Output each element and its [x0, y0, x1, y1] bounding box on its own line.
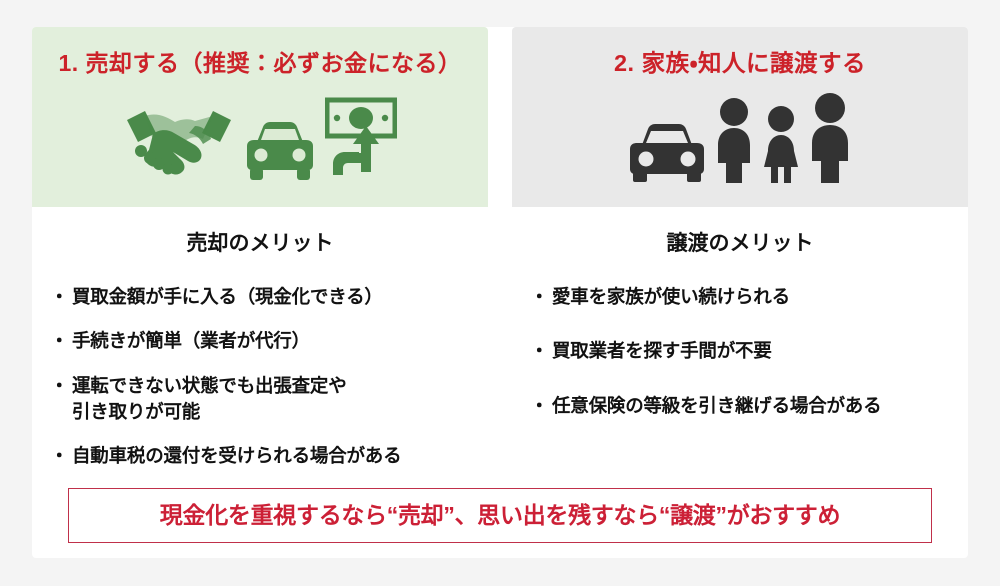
column-give: 2. 家族・知人に譲渡する [512, 27, 968, 475]
column-sell-icon-row [123, 92, 397, 182]
section-title-give: 譲渡のメリット [666, 232, 814, 255]
column-sell: 1. 売却する（推奨：必ずお金になる） [32, 27, 488, 475]
handshake-icon [123, 106, 235, 182]
benefits-list-give: 愛車を家族が使い続けられる 買取業者を探す手間が不要 任意保険の等級を引き継げる… [528, 284, 952, 419]
person-icon [712, 97, 756, 183]
list-item: 自動車税の還付を受けられる場合がある [50, 443, 472, 470]
recommendation-banner: 現金化を重視するなら“売却”、思い出を残すなら“譲渡”がおすすめ [68, 488, 932, 543]
list-item: 買取業者を探す手間が不要 [530, 338, 952, 365]
list-item: 任意保険の等級を引き継げる場合がある [530, 393, 952, 420]
list-item: 買取金額が手に入る（現金化できる） [50, 284, 472, 311]
column-give-header: 2. 家族・知人に譲渡する [512, 27, 968, 207]
recommendation-banner-text: 現金化を重視するなら“売却”、思い出を残すなら“譲渡”がおすすめ [159, 502, 841, 528]
list-item: 愛車を家族が使い続けられる [530, 284, 952, 311]
column-give-body: 譲渡のメリット 愛車を家族が使い続けられる 買取業者を探す手間が不要 任意保険の… [512, 207, 968, 419]
banknote-with-arrow-icon [325, 96, 397, 182]
section-title-sell: 売却のメリット [186, 232, 334, 255]
column-give-icon-row [626, 92, 854, 183]
person-icon [760, 103, 802, 183]
benefits-list-sell: 買取金額が手に入る（現金化できる） 手続きが簡単（業者が代行） 運転できない状態… [48, 284, 472, 470]
column-give-title: 2. 家族・知人に譲渡する [613, 50, 867, 76]
column-sell-header: 1. 売却する（推奨：必ずお金になる） [32, 27, 488, 207]
comparison-columns: 1. 売却する（推奨：必ずお金になる） [32, 27, 968, 475]
column-sell-title: 1. 売却する（推奨：必ずお金になる） [58, 50, 462, 76]
column-sell-body: 売却のメリット 買取金額が手に入る（現金化できる） 手続きが簡単（業者が代行） … [32, 207, 488, 470]
list-item: 手続きが簡単（業者が代行） [50, 328, 472, 355]
person-icon [806, 92, 854, 183]
comparison-board: 1. 売却する（推奨：必ずお金になる） [32, 27, 968, 558]
car-icon [243, 120, 317, 182]
list-item: 運転できない状態でも出張査定や 引き取りが可能 [50, 373, 472, 426]
car-icon [626, 121, 708, 183]
